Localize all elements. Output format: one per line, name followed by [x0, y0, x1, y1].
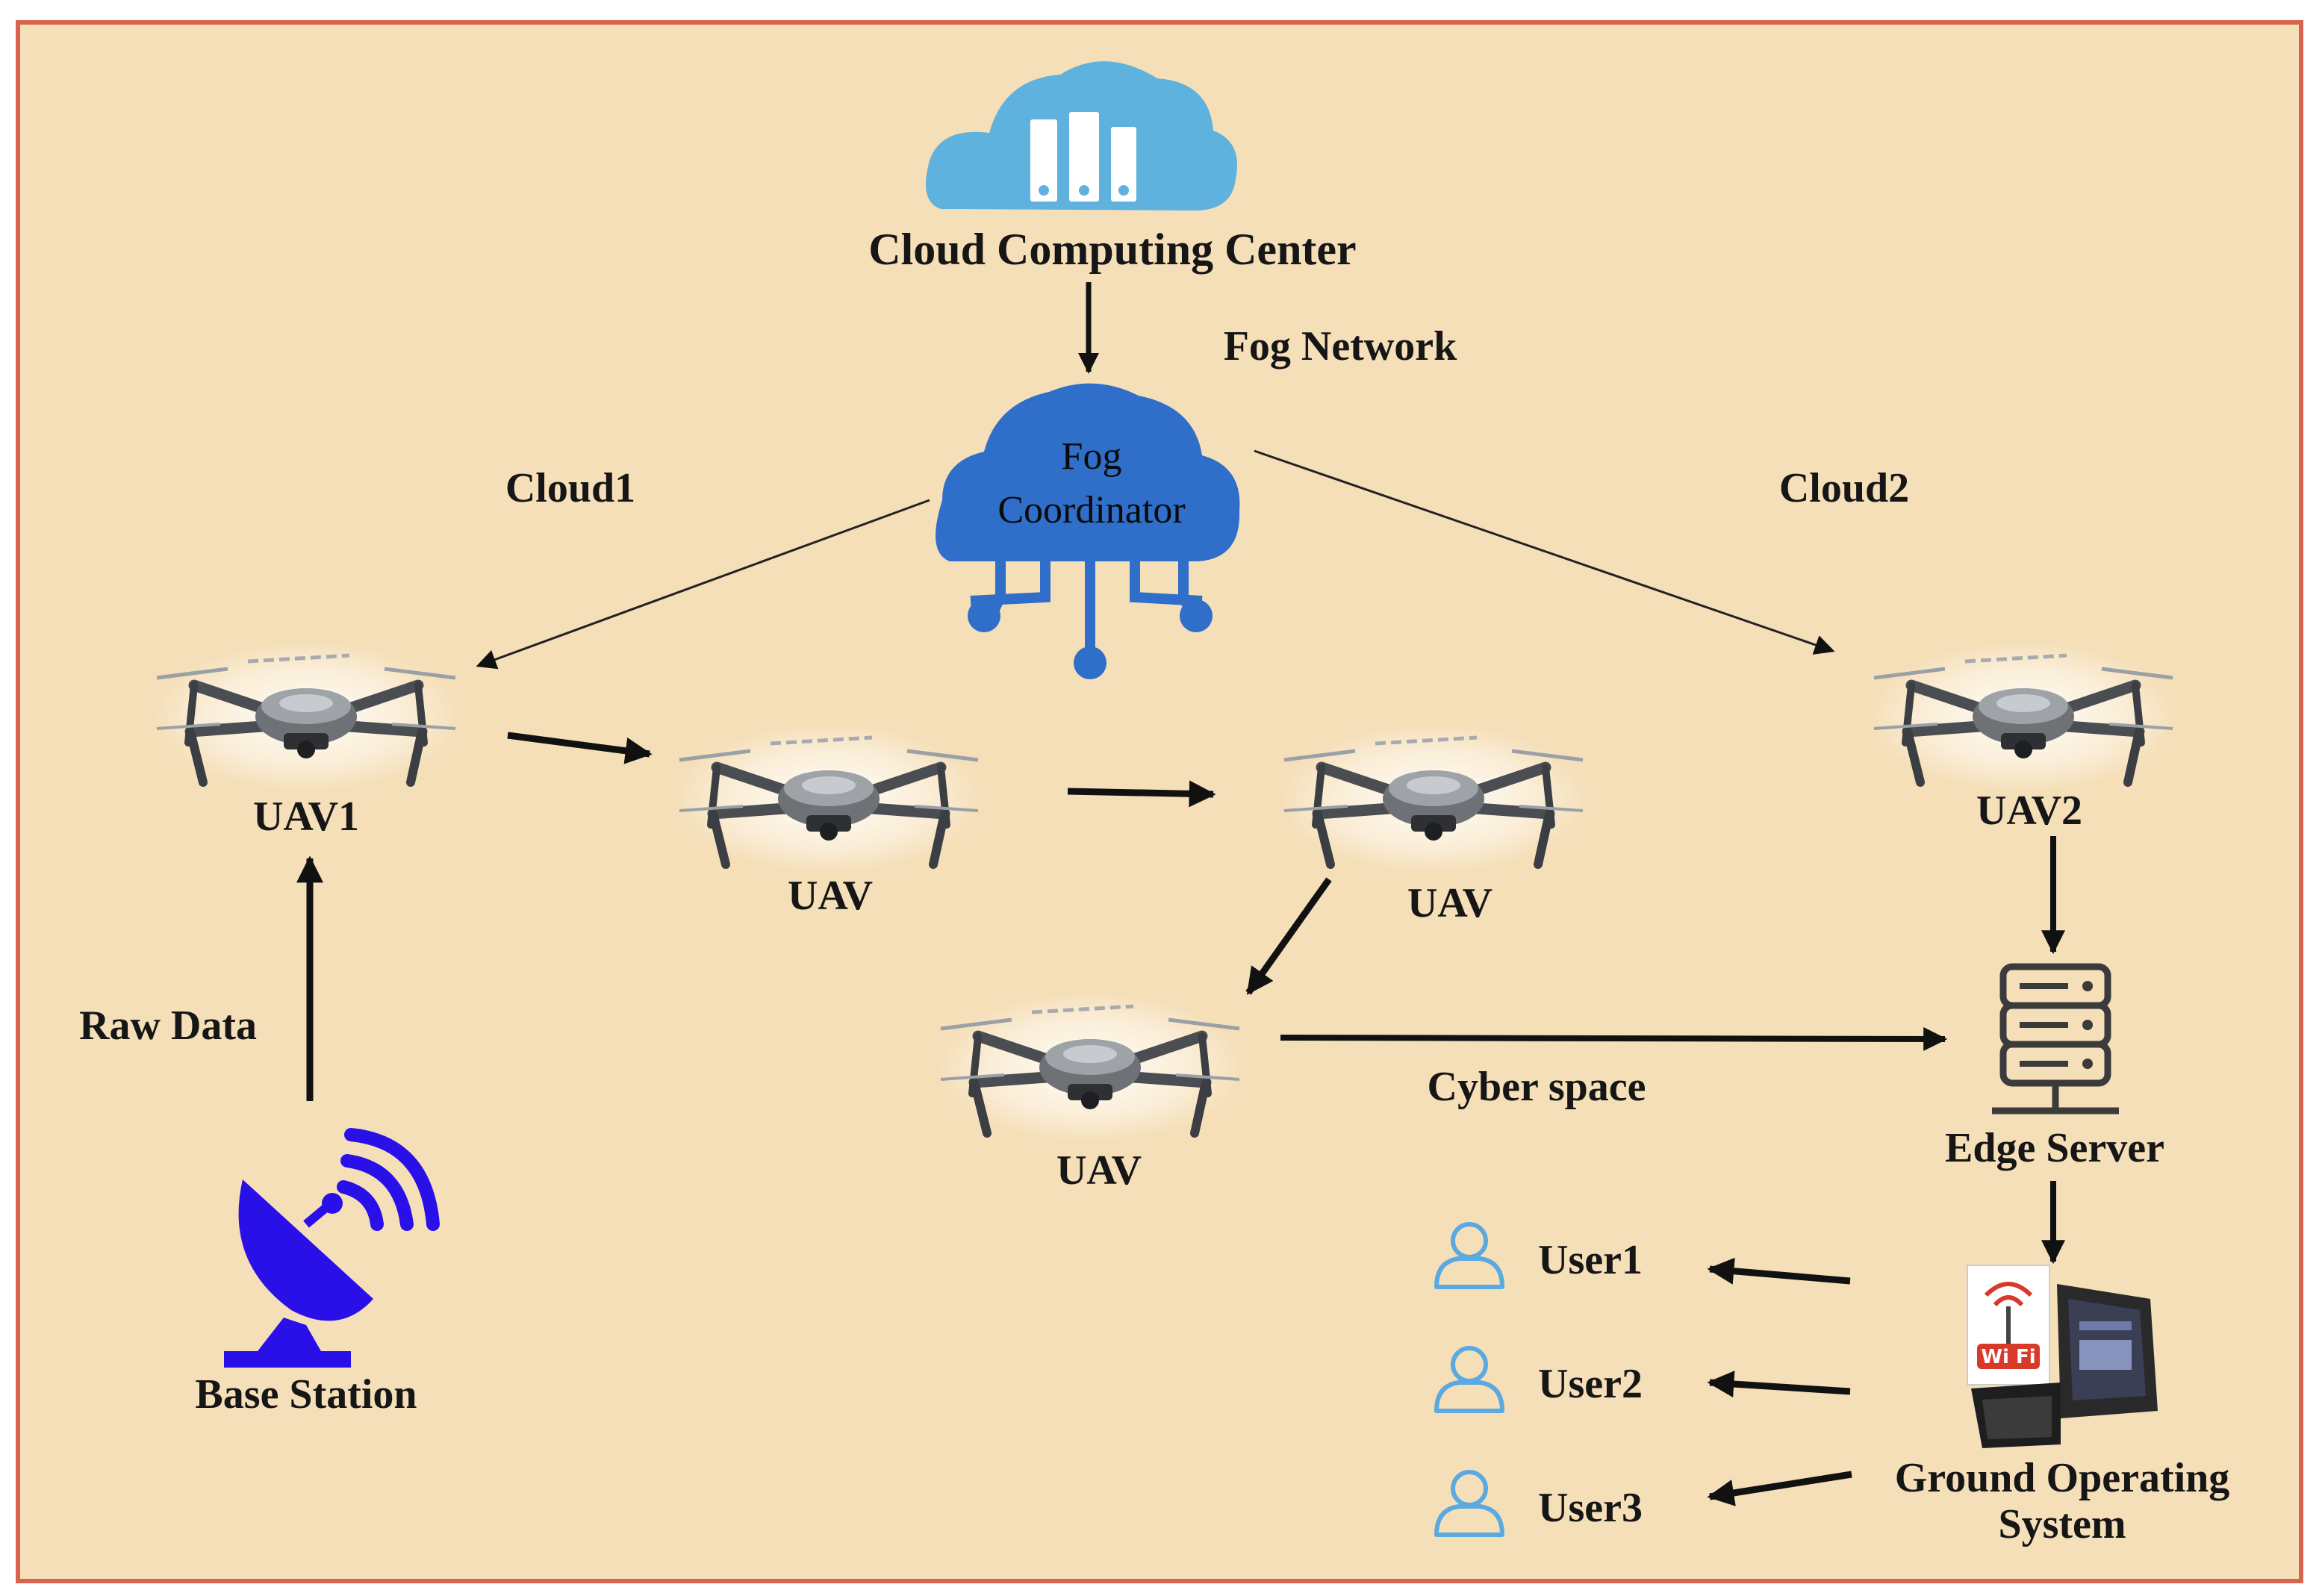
raw-data-label: Raw Data: [79, 1003, 257, 1049]
uav2-label: UAV2: [1976, 788, 2082, 834]
uav-c-label: UAV: [1056, 1147, 1142, 1194]
arrow-uav-to-edge-server: [1280, 1026, 1948, 1051]
arrow-fog-to-uav1: [476, 499, 930, 670]
uav1-label: UAV1: [253, 794, 359, 840]
uav-a-label: UAV: [788, 873, 873, 919]
cloud2-label: Cloud2: [1779, 465, 1909, 511]
arrow-ground-to-user3: [1707, 1471, 1852, 1506]
server-rack-icon: [1992, 963, 2119, 1115]
user2-label: User2: [1538, 1361, 1643, 1407]
drone-icon-uav-b: [1280, 724, 1587, 873]
arrow-fog-to-uav2: [1254, 449, 1835, 655]
fog-coordinator-label-line1: Fog: [1062, 435, 1122, 478]
svg-text:Wi Fi: Wi Fi: [1981, 1346, 2035, 1368]
arrow-ground-to-user2: [1707, 1371, 1851, 1398]
arrow-ground-to-user1: [1707, 1257, 1851, 1285]
cloud-server-icon: [926, 61, 1237, 211]
satellite-dish-icon: [224, 1128, 440, 1368]
diagram-border: [16, 20, 2303, 1583]
user3-label: User3: [1538, 1485, 1643, 1531]
fog-cloud-network-icon: [936, 383, 1240, 679]
uav-b-label: UAV: [1407, 880, 1493, 926]
drone-icon-uav-a: [676, 724, 982, 873]
field-laptop-wifi-icon: Wi Fi: [1967, 1265, 2158, 1448]
cloud1-label: Cloud1: [505, 465, 635, 511]
fog-coordinator-label-line2: Coordinator: [997, 489, 1185, 532]
fog-network-label: Fog Network: [1224, 323, 1457, 370]
ground-operating-system-label-line2: System: [1998, 1501, 2126, 1547]
arrow-uav-to-uav: [1067, 780, 1216, 808]
user1-label: User1: [1538, 1237, 1643, 1283]
cloud-computing-center-label: Cloud Computing Center: [868, 225, 1356, 274]
drone-icon-uav2: [1870, 642, 2176, 791]
drone-icon-uav-c: [937, 993, 1243, 1142]
arrow-uav1-to-uav: [507, 732, 653, 764]
edge-server-label: Edge Server: [1945, 1125, 2164, 1171]
drone-icon-uav1: [153, 642, 459, 791]
ground-operating-system-label-line1: Ground Operating: [1895, 1455, 2230, 1501]
arrow-uav-to-uav-lower: [1245, 877, 1332, 995]
base-station-label: Base Station: [195, 1371, 417, 1418]
cyber-space-label: Cyber space: [1428, 1064, 1646, 1110]
diagram-background: [18, 22, 2301, 1581]
